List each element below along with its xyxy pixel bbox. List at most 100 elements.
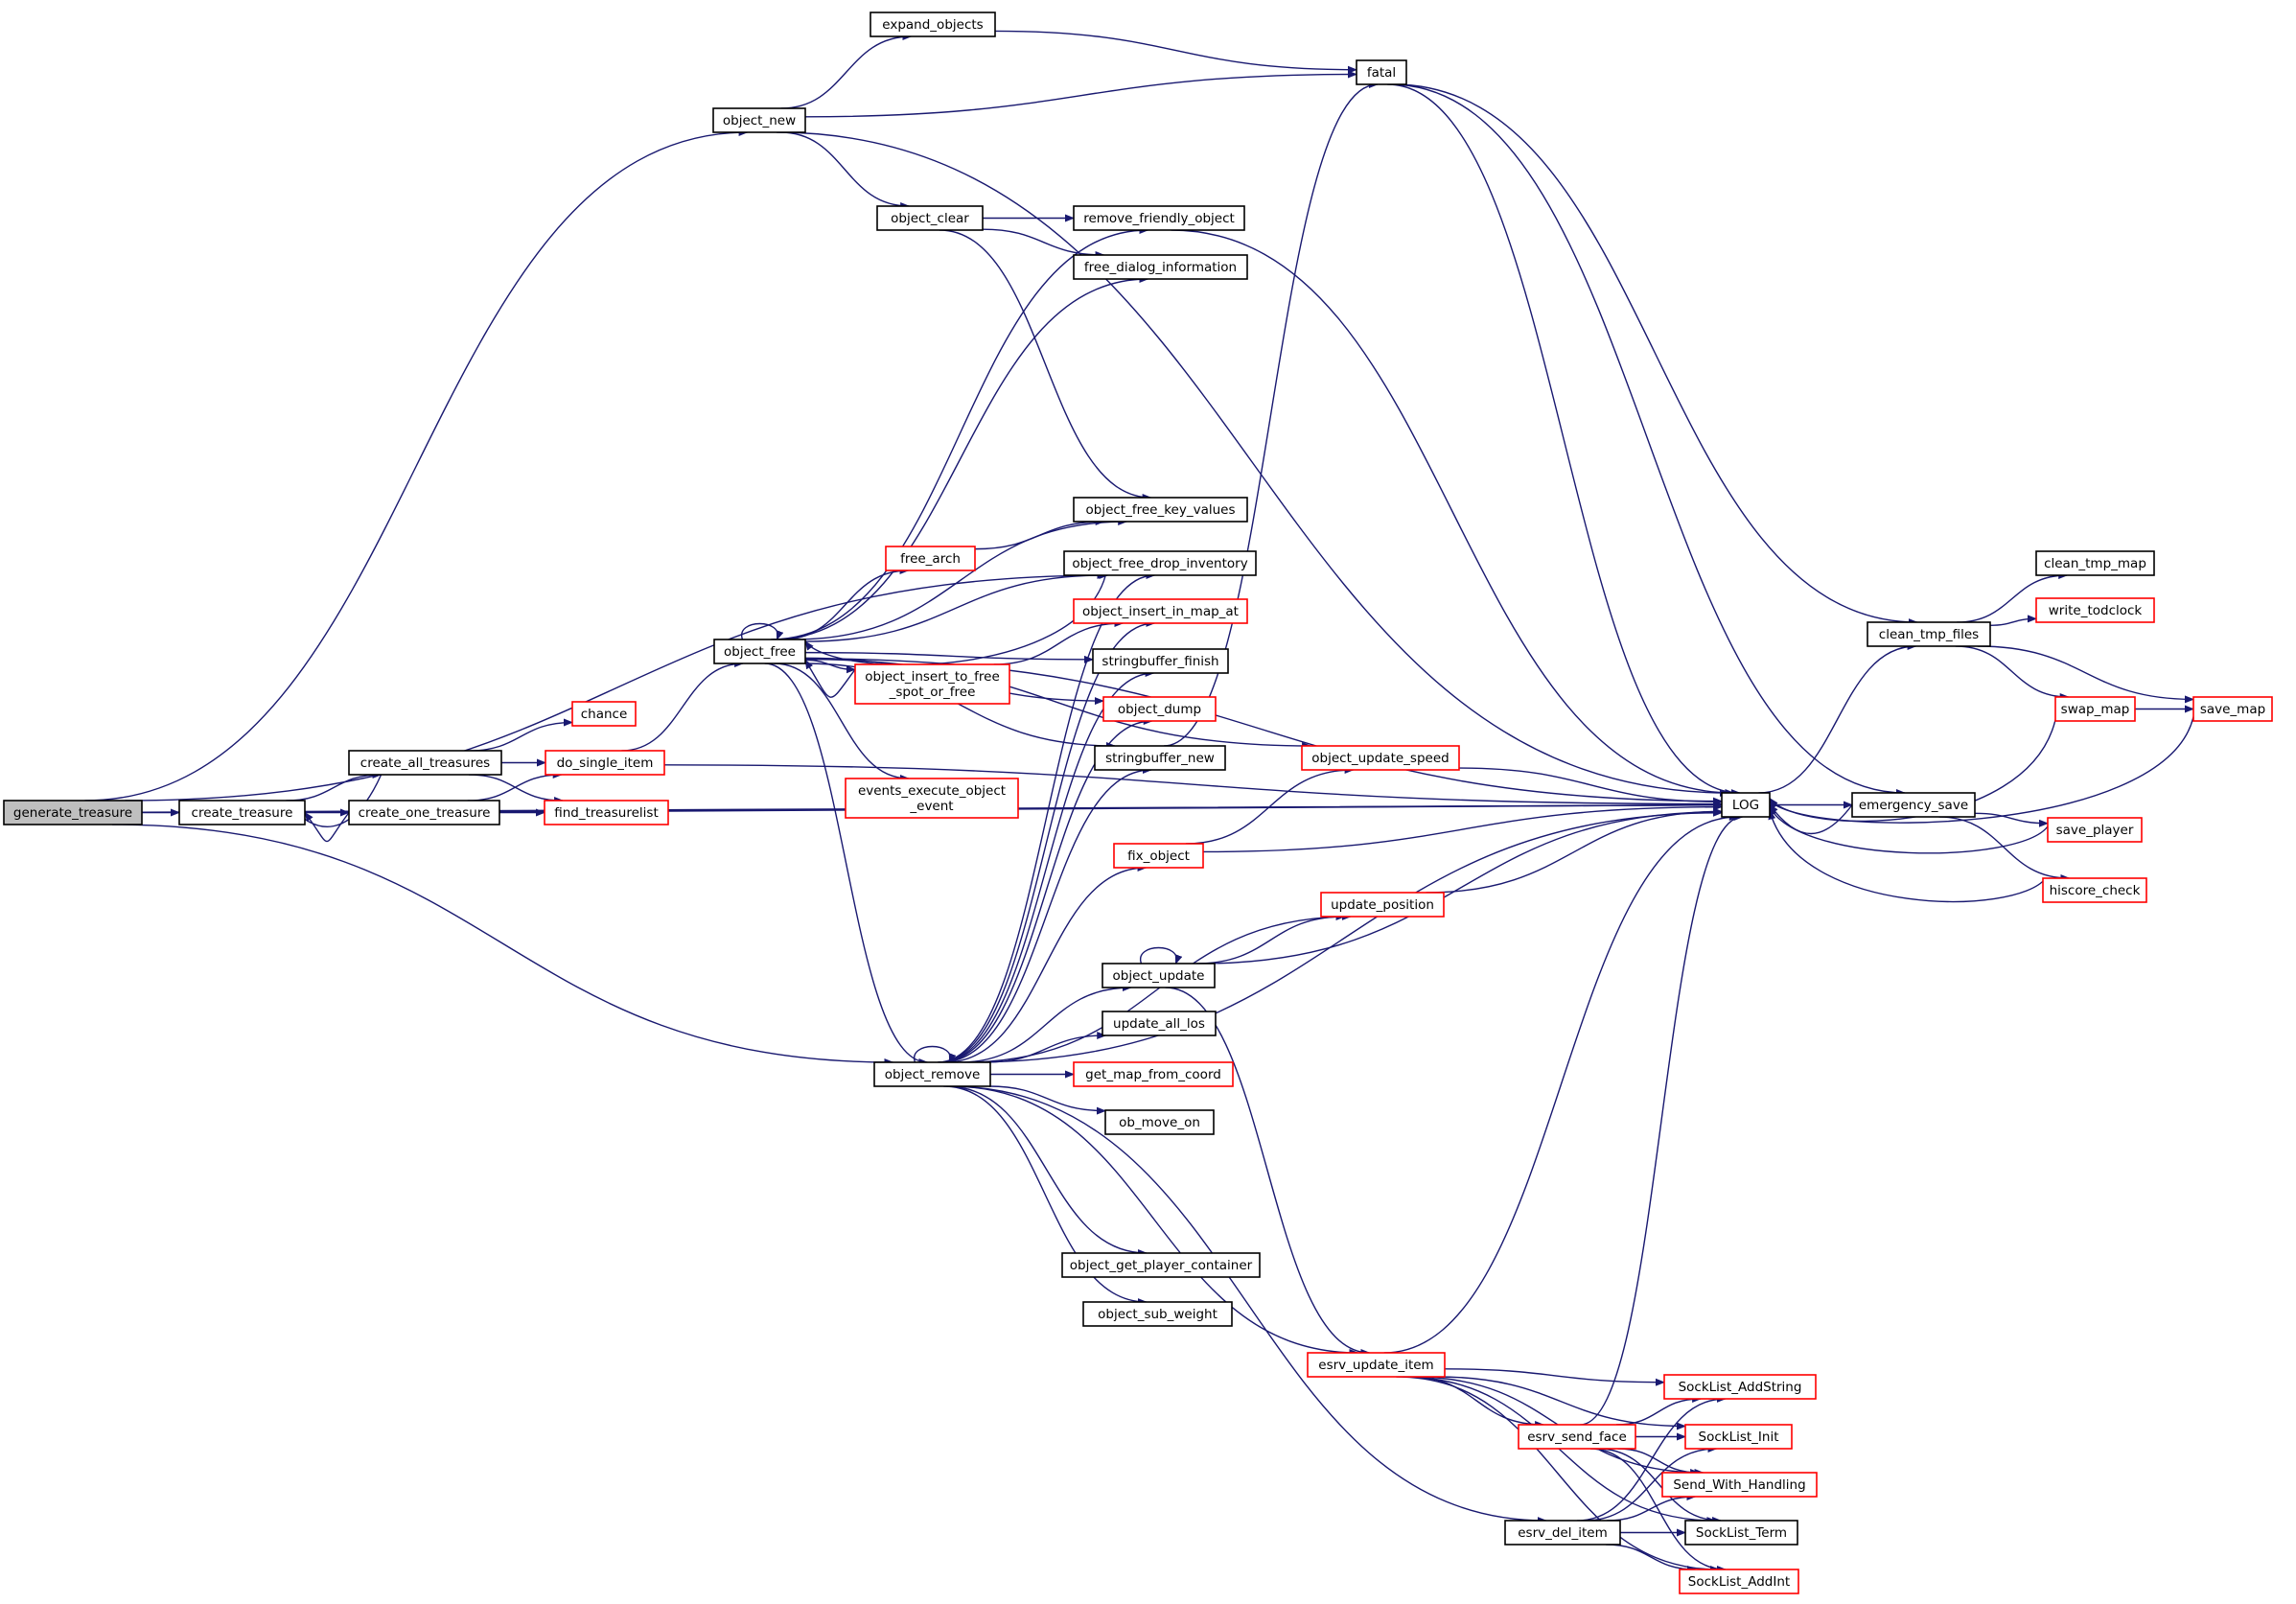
node-box-object_remove	[873, 1061, 991, 1087]
node-stringbuffer_finish[interactable]: stringbuffer_finish	[1092, 648, 1229, 674]
edge-generate_treasure-to-object_free_drop_inventory	[125, 571, 1109, 802]
edge-esrv_send_face-to-SockList_AddString	[1615, 1395, 1703, 1426]
node-remove_friendly_object[interactable]: remove_friendly_object	[1073, 205, 1245, 231]
node-box-write_todclock	[2035, 597, 2155, 623]
node-box-free_arch	[885, 546, 976, 571]
node-box-esrv_del_item	[1504, 1520, 1621, 1546]
edge-object_free-to-free_dialog_information	[772, 275, 1149, 640]
node-object_insert_in_map_at[interactable]: object_insert_in_map_at	[1073, 598, 1248, 624]
node-fix_object[interactable]: fix_object	[1113, 843, 1204, 869]
node-label-update_position: update_position	[1331, 897, 1434, 913]
edge-do_single_item-to-LOG	[663, 764, 1723, 808]
edge-clean_tmp_files-to-swap_map	[1955, 645, 2070, 701]
node-box-SockList_Term	[1684, 1520, 1798, 1546]
edge-emergency_save-to-save_player	[1974, 812, 2049, 827]
node-SockList_AddInt[interactable]: SockList_AddInt	[1679, 1569, 1799, 1594]
node-object_new[interactable]: object_new	[712, 107, 806, 133]
node-label-free_arch: free_arch	[900, 551, 961, 567]
node-label-SockList_Init: SockList_Init	[1699, 1430, 1779, 1445]
node-label-save_player: save_player	[2056, 823, 2134, 838]
node-box-esrv_send_face	[1518, 1424, 1636, 1450]
node-swap_map[interactable]: swap_map	[2054, 696, 2136, 722]
node-label-swap_map: swap_map	[2061, 702, 2130, 717]
node-SockList_Init[interactable]: SockList_Init	[1684, 1424, 1793, 1450]
edge-object_remove-to-object_get_player_container	[946, 1085, 1148, 1257]
node-object_dump[interactable]: object_dump	[1102, 696, 1217, 722]
edge-object_new-to-fatal	[804, 70, 1357, 118]
edge-object_clear-to-object_free_key_values	[939, 229, 1152, 501]
node-SockList_Term[interactable]: SockList_Term	[1684, 1520, 1798, 1546]
edge-fatal-to-clean_tmp_files	[1393, 83, 1918, 626]
node-label-object_free: object_free	[724, 644, 796, 660]
node-chance[interactable]: chance	[571, 701, 637, 727]
node-box-object_clear	[876, 205, 984, 231]
node-create_treasure[interactable]: create_treasure	[178, 800, 306, 825]
node-object_update[interactable]: object_update	[1102, 963, 1216, 988]
edge-update_position-to-LOG	[1426, 807, 1723, 894]
node-label-emergency_save: emergency_save	[1859, 798, 1968, 813]
node-get_map_from_coord[interactable]: get_map_from_coord	[1073, 1061, 1234, 1087]
node-create_all_treasures[interactable]: create_all_treasures	[348, 750, 502, 776]
node-object_remove[interactable]: object_remove	[873, 1061, 991, 1087]
node-update_position[interactable]: update_position	[1320, 892, 1445, 918]
node-update_all_los[interactable]: update_all_los	[1102, 1011, 1217, 1036]
node-object_free[interactable]: object_free	[713, 639, 806, 664]
node-box-free_dialog_information	[1073, 254, 1248, 280]
edge-clean_tmp_files-to-clean_tmp_map	[1957, 571, 2069, 623]
node-find_treasurelist[interactable]: find_treasurelist	[544, 800, 669, 825]
node-clean_tmp_files[interactable]: clean_tmp_files	[1867, 621, 1991, 647]
edge-do_single_item-to-object_free	[621, 660, 745, 752]
node-label-object_dump: object_dump	[1118, 702, 1201, 717]
node-box-SockList_Init	[1684, 1424, 1793, 1450]
node-hiscore_check[interactable]: hiscore_check	[2042, 877, 2147, 903]
edge-clean_tmp_files-to-save_map	[1977, 645, 2194, 704]
edge-object_remove-to-object_update	[960, 984, 1132, 1063]
node-box-create_all_treasures	[348, 750, 502, 776]
node-create_one_treasure[interactable]: create_one_treasure	[348, 800, 500, 825]
node-emergency_save[interactable]: emergency_save	[1851, 792, 1976, 818]
edge-object_clear-to-free_dialog_information	[982, 228, 1105, 259]
node-stringbuffer_new[interactable]: stringbuffer_new	[1094, 745, 1226, 771]
node-object_clear[interactable]: object_clear	[876, 205, 984, 231]
node-fatal[interactable]: fatal	[1356, 59, 1407, 85]
edge-generate_treasure-to-object_new	[84, 128, 749, 802]
node-free_dialog_information[interactable]: free_dialog_information	[1073, 254, 1248, 280]
node-free_arch[interactable]: free_arch	[885, 546, 976, 571]
node-object_sub_weight[interactable]: object_sub_weight	[1082, 1301, 1233, 1327]
node-generate_treasure[interactable]: generate_treasure	[3, 800, 143, 825]
edge-esrv_update_item-to-SockList_AddString	[1444, 1368, 1665, 1386]
node-label-LOG: LOG	[1732, 798, 1759, 813]
node-box-object_update_speed	[1301, 745, 1460, 771]
edge-create_one_treasure-to-LOG	[499, 801, 1723, 813]
edge-object_free_drop_inventory-to-object_free	[804, 574, 1106, 666]
node-clean_tmp_map[interactable]: clean_tmp_map	[2035, 550, 2155, 576]
node-box-clean_tmp_map	[2035, 550, 2155, 576]
node-box-SockList_AddString	[1663, 1374, 1817, 1400]
node-esrv_update_item[interactable]: esrv_update_item	[1307, 1352, 1446, 1378]
node-object_insert_to_free_spot_or_free[interactable]: object_insert_to_free_spot_or_free	[854, 663, 1010, 705]
node-esrv_del_item[interactable]: esrv_del_item	[1504, 1520, 1621, 1546]
node-object_get_player_container[interactable]: object_get_player_container	[1061, 1252, 1261, 1278]
edge-object_insert_to_free_spot_or_free-to-object_free	[804, 659, 856, 698]
node-expand_objects[interactable]: expand_objects	[870, 12, 996, 37]
node-do_single_item[interactable]: do_single_item	[545, 750, 665, 776]
node-ob_move_on[interactable]: ob_move_on	[1104, 1109, 1215, 1135]
node-Send_With_Handling[interactable]: Send_With_Handling	[1661, 1472, 1818, 1498]
node-write_todclock[interactable]: write_todclock	[2035, 597, 2155, 623]
node-object_free_key_values[interactable]: object_free_key_values	[1073, 497, 1248, 523]
node-LOG[interactable]: LOG	[1721, 792, 1771, 818]
node-esrv_send_face[interactable]: esrv_send_face	[1518, 1424, 1636, 1450]
edge-object_update-to-esrv_update_item	[1165, 987, 1371, 1357]
node-box-stringbuffer_finish	[1092, 648, 1229, 674]
node-box-do_single_item	[545, 750, 665, 776]
node-object_update_speed[interactable]: object_update_speed	[1301, 745, 1460, 771]
node-save_player[interactable]: save_player	[2047, 817, 2143, 843]
node-SockList_AddString[interactable]: SockList_AddString	[1663, 1374, 1817, 1400]
node-object_free_drop_inventory[interactable]: object_free_drop_inventory	[1063, 550, 1257, 576]
node-save_map[interactable]: save_map	[2192, 696, 2273, 722]
edge-object_free-to-stringbuffer_finish	[804, 651, 1094, 663]
node-box-object_dump	[1102, 696, 1217, 722]
edge-esrv_update_item-to-SockList_AddInt	[1396, 1376, 1721, 1573]
node-events_execute_object_event[interactable]: events_execute_object_event	[845, 778, 1019, 819]
